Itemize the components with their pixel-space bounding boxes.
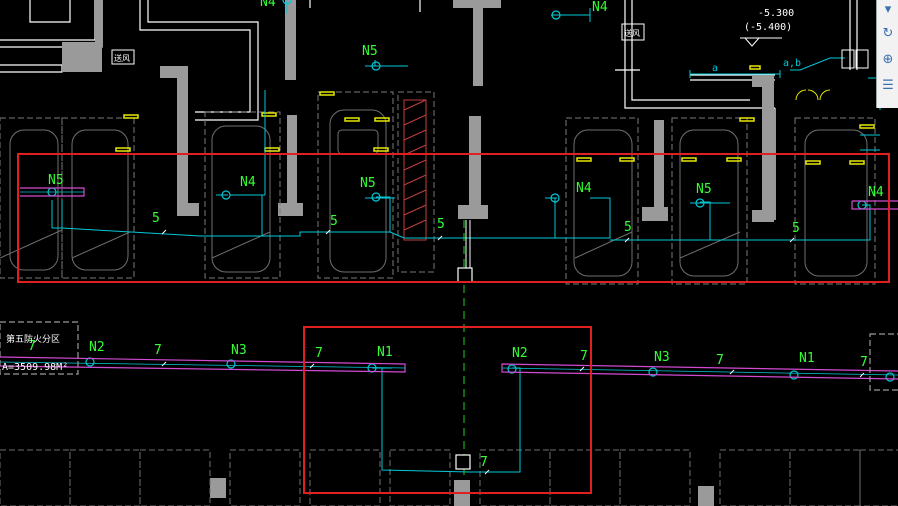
label-n4-top-left: N4: [260, 0, 276, 10]
yellow-markers: [115, 65, 875, 165]
orbit-icon[interactable]: ↻: [882, 26, 894, 41]
pipe-labels: N4 N4 N5 N5 N4 N5 N4 N5 N4 N2 N3 N1 N2 N…: [28, 0, 884, 470]
shaft-box-lower: [455, 454, 471, 470]
label-n3-left: N3: [231, 343, 247, 358]
label-n2-right: N2: [512, 346, 528, 361]
stair-door-swings: [795, 89, 831, 101]
label-n1-left: N1: [377, 345, 393, 360]
highlight-boxes: [17, 153, 890, 494]
label-room-note-2: 送风: [624, 28, 640, 38]
label-n5-left: N5: [48, 173, 64, 188]
label-n4-row-a: N4: [240, 175, 256, 190]
label-seg7-g: 7: [28, 339, 36, 354]
label-seg7-f: 7: [480, 455, 488, 470]
elevation-marker: [740, 37, 782, 47]
label-fire-zone-title: 第五防火分区: [6, 333, 60, 345]
magenta-core: [0, 191, 898, 376]
label-n1-right: N1: [799, 351, 815, 366]
label-seg7-d: 7: [716, 353, 724, 368]
level-arrows: [689, 70, 781, 78]
label-elev-2: (-5.400): [744, 22, 792, 33]
dropdown-arrow-icon[interactable]: ▾: [884, 2, 892, 17]
label-seg7-e: 7: [860, 355, 868, 370]
label-n3-right: N3: [654, 350, 670, 365]
properties-list-icon[interactable]: ☰: [882, 78, 894, 93]
valve-circles: [47, 0, 895, 382]
label-seg5-c: 5: [437, 217, 445, 232]
highlight-lower-center: [303, 326, 592, 494]
label-tag-ab: a,b: [783, 58, 801, 69]
room-tag-boxes: [111, 23, 869, 69]
fire-zone-boxes: [0, 321, 898, 391]
view-toolbar: ▾ ↻ ⊕ ☰: [876, 0, 898, 108]
pipe-ticks: [161, 229, 865, 475]
label-seg5-d: 5: [624, 220, 632, 235]
label-elev-1: -5.300: [758, 8, 794, 19]
label-room-note-1: 送风: [114, 53, 130, 63]
label-seg5-e: 5: [792, 221, 800, 236]
label-seg7-a: 7: [154, 343, 162, 358]
highlight-upper-row: [17, 153, 890, 283]
zoom-window-icon[interactable]: ⊕: [882, 52, 894, 67]
annotation-labels: -5.300 (-5.400) a a,b 送风 送风 第五防火分区 A=350…: [2, 8, 801, 373]
label-n2-left: N2: [89, 340, 105, 355]
label-seg7-c: 7: [580, 349, 588, 364]
label-n5-row-a: N5: [360, 176, 376, 191]
label-n4-top-right: N4: [592, 0, 608, 15]
parking-bays-lower: [0, 449, 898, 506]
columns: [62, 0, 774, 506]
label-fire-zone-area: A=3509.98M²: [2, 362, 68, 373]
label-n5-row-b: N5: [696, 182, 712, 197]
label-n4-right-edge: N4: [868, 185, 884, 200]
shaft-box-upper: [457, 267, 473, 283]
walls: [0, 0, 858, 220]
label-tag-a: a: [712, 63, 718, 74]
label-seg5-b: 5: [330, 214, 338, 229]
label-seg5-a: 5: [152, 211, 160, 226]
label-n4-row-b: N4: [576, 181, 592, 196]
label-seg7-b: 7: [315, 346, 323, 361]
label-n5-upper: N5: [362, 44, 378, 59]
hatched-strip: [397, 91, 435, 273]
